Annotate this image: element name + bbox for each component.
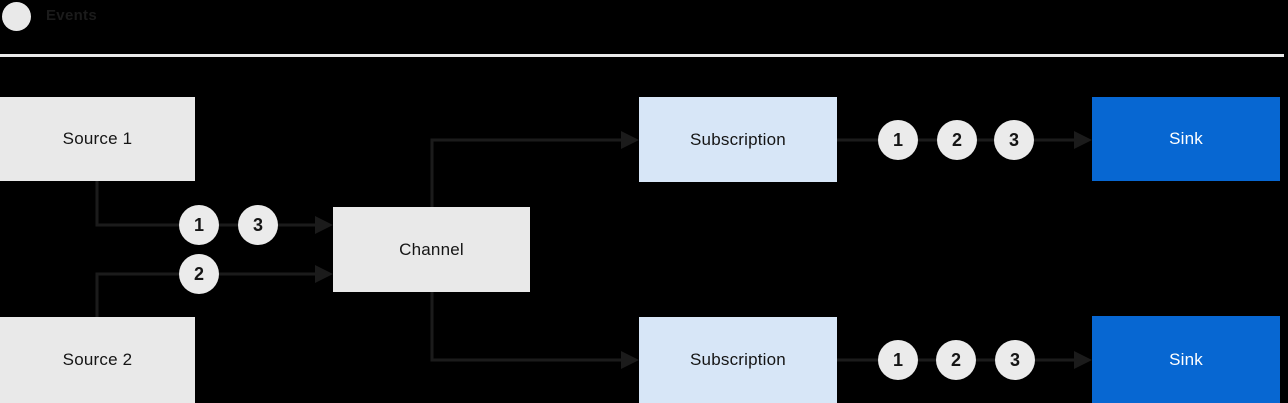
- node-sink-1: Sink: [1092, 97, 1280, 181]
- node-source-1: Source 1: [0, 97, 195, 181]
- node-channel: Channel: [333, 207, 530, 292]
- event-marker-sub2-event2: 2: [936, 340, 976, 380]
- event-marker-sub1-event3: 3: [994, 120, 1034, 160]
- event-marker-source1-event3: 3: [238, 205, 278, 245]
- arrowhead-into-subscription2-icon: [621, 351, 639, 369]
- node-source-2: Source 2: [0, 317, 195, 403]
- node-sink-1-label: Sink: [1169, 129, 1203, 148]
- node-subscription-1-label: Subscription: [690, 129, 786, 149]
- connector-channel-to-subscription2: [430, 292, 623, 362]
- event-marker-source1-event1: 1: [179, 205, 219, 245]
- arrowhead-into-channel-bottom-icon: [315, 265, 333, 283]
- arrowhead-into-sink2-icon: [1074, 351, 1092, 369]
- event-marker-sub2-event1: 1: [878, 340, 918, 380]
- node-sink-2-label: Sink: [1169, 349, 1203, 369]
- events-legend-circle-icon: [2, 2, 31, 31]
- event-marker-sub1-event2: 2: [937, 120, 977, 160]
- node-subscription-1: Subscription: [639, 97, 837, 182]
- connector-channel-to-subscription1: [430, 138, 623, 207]
- node-subscription-2: Subscription: [639, 317, 837, 403]
- connector-source2-to-channel: [95, 272, 317, 317]
- node-subscription-2-label: Subscription: [690, 350, 786, 369]
- node-source-2-label: Source 2: [62, 350, 133, 369]
- node-source-1-label: Source 1: [62, 129, 133, 148]
- arrowhead-into-sink1-icon: [1074, 131, 1092, 149]
- event-marker-source2-event2: 2: [179, 254, 219, 294]
- event-marker-sub2-event3: 3: [995, 340, 1035, 380]
- arrowhead-into-subscription1-icon: [621, 131, 639, 149]
- event-marker-sub1-event1: 1: [878, 120, 918, 160]
- events-legend-label: Events: [46, 7, 97, 24]
- node-channel-label: Channel: [399, 239, 464, 259]
- node-sink-2: Sink: [1092, 316, 1280, 403]
- legend-divider: [0, 54, 1284, 57]
- arrowhead-into-channel-top-icon: [315, 216, 333, 234]
